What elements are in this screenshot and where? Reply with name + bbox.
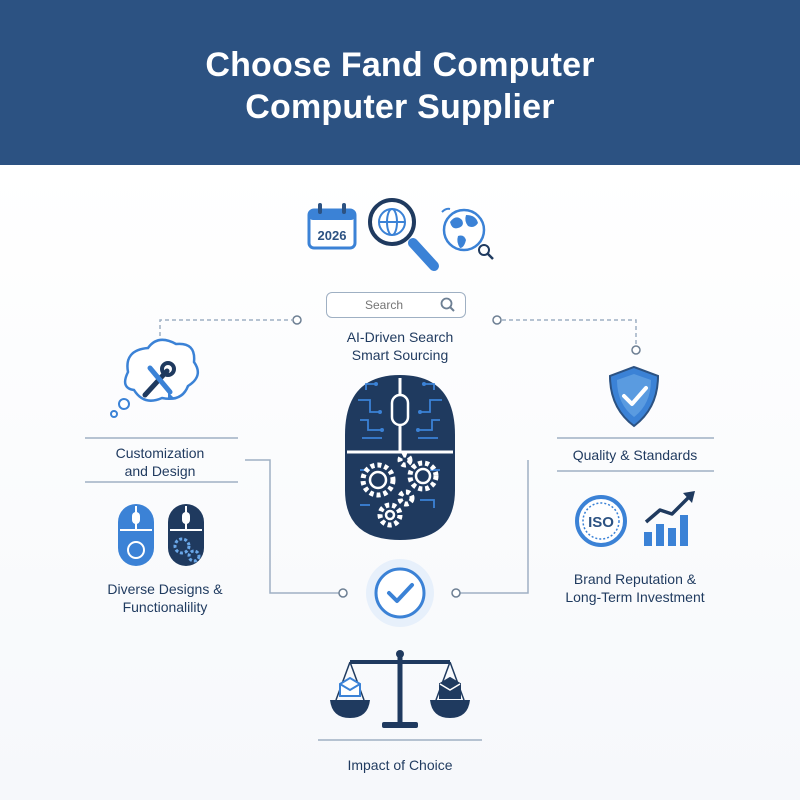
page-title: Choose Fand Computer Computer Supplier <box>0 44 800 128</box>
ai-search-line-1: AI-Driven Search <box>346 329 454 345</box>
ai-search-line-2: Smart Sourcing <box>351 347 449 363</box>
customization-label: Customization and Design <box>80 444 240 480</box>
quality-standards-label: Quality & Standards <box>572 447 698 463</box>
gear-mouse-icon <box>168 504 204 566</box>
customization-line-1: Customization <box>115 445 205 461</box>
brand-reputation-label: Brand Reputation & Long-Term Investment <box>540 570 730 606</box>
diverse-line-2: Functionalility <box>122 599 208 615</box>
calendar-year: 2026 <box>318 228 347 243</box>
iso-badge-text: ISO <box>588 514 614 531</box>
ai-mouse-illustration <box>345 375 455 540</box>
customization-line-2: and Design <box>124 463 196 479</box>
header-banner: Choose Fand Computer Computer Supplier <box>0 0 800 165</box>
balance-scale-icon <box>330 650 470 728</box>
iso-badge-icon: ISO <box>575 495 627 547</box>
search-input[interactable] <box>365 298 435 312</box>
check-circle-icon <box>366 559 434 627</box>
growth-chart-icon <box>644 491 695 546</box>
customization-tools-icon <box>110 338 200 418</box>
world-globe-icon <box>441 207 494 260</box>
title-line-2: Computer Supplier <box>245 88 555 126</box>
title-line-1: Choose Fand Computer <box>205 46 595 84</box>
search-icon[interactable] <box>440 297 456 313</box>
brand-line-2: Long-Term Investment <box>565 589 705 605</box>
globe-search-icon <box>368 198 439 271</box>
impact-of-choice-label: Impact of Choice <box>347 757 453 773</box>
connector-lines <box>85 319 714 741</box>
brand-line-1: Brand Reputation & <box>573 571 697 587</box>
calendar-icon: 2026 <box>307 203 357 250</box>
search-bar[interactable] <box>326 292 466 318</box>
ai-search-label: AI-Driven Search Smart Sourcing <box>300 328 500 364</box>
shield-check-icon <box>608 365 660 428</box>
blue-mouse-icon <box>118 504 154 566</box>
diverse-line-1: Diverse Designs & <box>107 581 223 597</box>
diverse-designs-label: Diverse Designs & Functionalility <box>70 580 260 616</box>
